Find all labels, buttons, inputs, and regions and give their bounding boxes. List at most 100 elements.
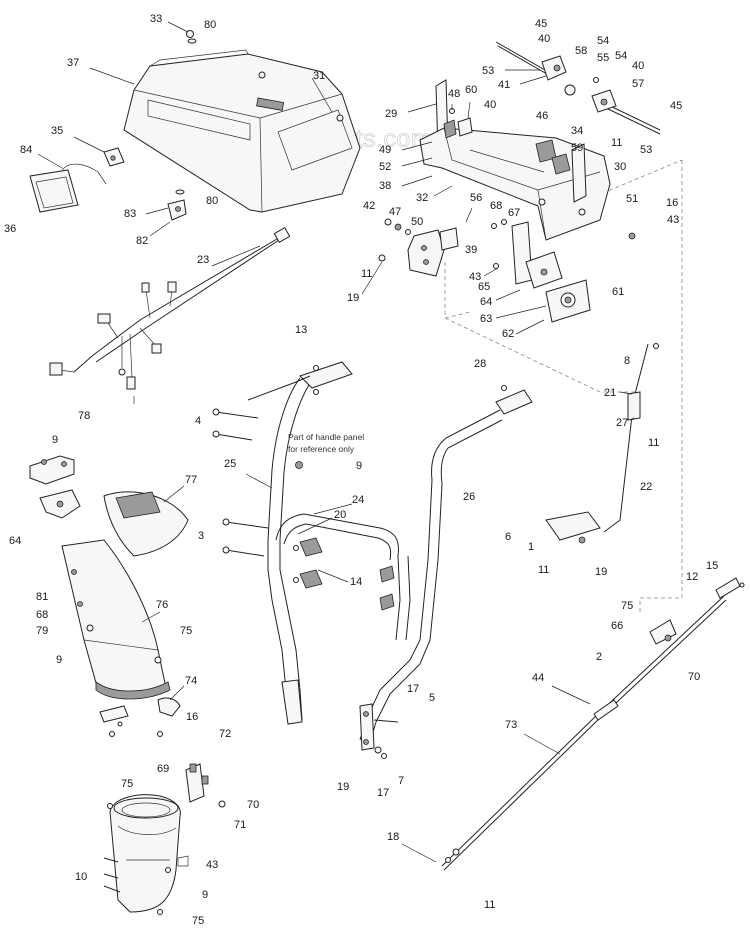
callout-label: 64 xyxy=(480,296,492,308)
right-handle-26 xyxy=(359,389,533,743)
callout-label: 25 xyxy=(224,458,236,470)
bracket-35 xyxy=(103,147,125,167)
callout-label: 83 xyxy=(124,208,136,220)
callout-label: 54 xyxy=(597,35,609,47)
callout-label: 12 xyxy=(686,571,698,583)
leader-line xyxy=(297,517,333,535)
left-handle-25 xyxy=(267,361,353,725)
hardware-42-47-50 xyxy=(378,218,636,269)
callout-label: 11 xyxy=(361,268,372,280)
reference-outline xyxy=(444,159,683,612)
bolts-10 xyxy=(103,857,121,893)
callout-label: 56 xyxy=(470,192,482,204)
deflector-77 xyxy=(103,491,189,557)
leader-line xyxy=(317,569,349,583)
callout-label: 43 xyxy=(469,271,481,283)
dash-panel-housing xyxy=(123,49,361,213)
callout-label: 80 xyxy=(206,195,218,207)
callout-label: 67 xyxy=(508,207,520,219)
leader-line xyxy=(37,153,63,169)
chute-crank-22 xyxy=(545,343,659,544)
knobs-34-59 xyxy=(535,139,571,175)
callout-label: 40 xyxy=(632,60,644,72)
callout-label: 63 xyxy=(480,313,492,325)
callout-label: 43 xyxy=(206,859,218,871)
callout-label: 62 xyxy=(502,328,514,340)
callout-label: 21 xyxy=(604,387,616,399)
plug-31b xyxy=(336,114,344,122)
callout-label: 33 xyxy=(150,13,162,25)
callout-label: 30 xyxy=(614,161,626,173)
screw-28 xyxy=(501,385,507,391)
bracket-83-82 xyxy=(167,189,187,221)
callout-label: 68 xyxy=(490,200,502,212)
callout-label: 32 xyxy=(416,192,428,204)
leader-line xyxy=(145,207,169,215)
callout-label: 15 xyxy=(706,560,718,572)
bolts-3 xyxy=(222,518,269,557)
leader-line xyxy=(401,843,437,863)
callout-label: 55 xyxy=(597,52,609,64)
callout-label: 24 xyxy=(352,494,364,506)
callout-label: 5 xyxy=(429,692,435,704)
callout-label: 39 xyxy=(465,244,477,256)
callout-label: 19 xyxy=(595,566,607,578)
leader-line xyxy=(619,391,633,395)
note-line-1: Part of handle panel xyxy=(288,432,364,442)
callout-label: 53 xyxy=(640,144,652,156)
callout-label: 29 xyxy=(385,108,397,120)
callout-label: 26 xyxy=(463,491,475,503)
callout-label: 36 xyxy=(4,223,16,235)
wire-harness-23 xyxy=(49,226,291,404)
callout-label: 81 xyxy=(36,591,48,603)
leader-line xyxy=(211,245,261,267)
callout-label: 75 xyxy=(621,600,633,612)
callout-label: 76 xyxy=(156,599,168,611)
plate-61-62-63 xyxy=(545,279,591,323)
chute-base-69 xyxy=(107,794,181,915)
callout-label: 58 xyxy=(575,45,587,57)
callout-label: 40 xyxy=(538,33,550,45)
callout-label: 16 xyxy=(666,197,678,209)
shift-rod-53 xyxy=(495,41,661,135)
callout-label: 35 xyxy=(51,125,63,137)
callout-label: 11 xyxy=(484,899,495,911)
leader-line xyxy=(311,77,333,113)
callout-label: 17 xyxy=(377,787,389,799)
callout-label: 22 xyxy=(640,481,652,493)
handle-clips xyxy=(379,565,395,611)
callout-label: 4 xyxy=(195,415,201,427)
callout-label: 65 xyxy=(478,281,490,293)
callout-label: 2 xyxy=(596,651,602,663)
callout-label: 19 xyxy=(347,292,359,304)
callout-label: 23 xyxy=(197,254,209,266)
callout-label: 57 xyxy=(632,78,644,90)
callout-label: 11 xyxy=(648,437,659,449)
callout-label: 1 xyxy=(528,541,534,553)
bracket-39 xyxy=(407,227,459,277)
wire-84 xyxy=(61,163,107,185)
callout-label: 48 xyxy=(448,88,460,100)
callout-label: 43 xyxy=(667,214,679,226)
callout-label: 47 xyxy=(389,206,401,218)
leader-line xyxy=(465,207,473,223)
callout-label: 9 xyxy=(356,460,362,472)
callout-label: 59 xyxy=(571,142,583,154)
shift-levers-48-60 xyxy=(443,108,473,139)
screw-13b xyxy=(313,389,319,395)
nut-80 xyxy=(187,38,197,44)
callout-label: 38 xyxy=(379,180,391,192)
callout-label: 34 xyxy=(571,125,583,137)
callout-label: 11 xyxy=(611,137,622,149)
callout-label: 74 xyxy=(185,675,197,687)
callout-label: 66 xyxy=(611,620,623,632)
callout-label: 79 xyxy=(36,625,48,637)
callout-label: 75 xyxy=(180,625,192,637)
callout-label: 45 xyxy=(670,100,682,112)
callout-label: 9 xyxy=(52,434,58,446)
leader-line xyxy=(483,267,499,277)
leader-line xyxy=(169,685,185,701)
callout-label: 8 xyxy=(624,355,630,367)
